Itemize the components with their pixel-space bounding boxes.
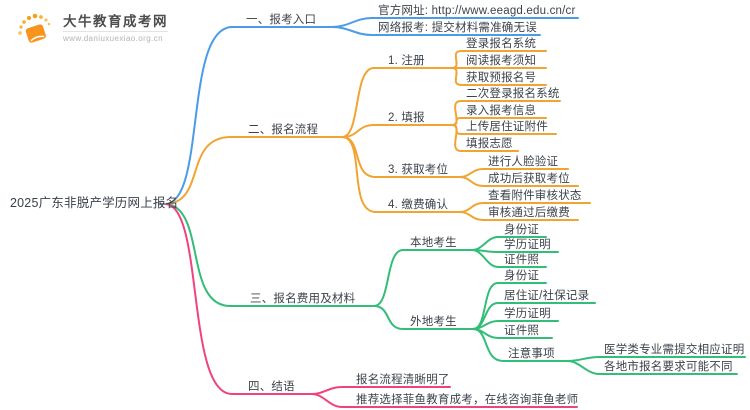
leaf-online-registration[interactable]: 网络报考: 提交材料需准确无误 bbox=[378, 22, 537, 34]
leaf-check-review-status[interactable]: 查看附件审核状态 bbox=[488, 190, 582, 202]
leaf-official-site[interactable]: 官方网址: http://www.eeagd.edu.cn/cr bbox=[378, 5, 576, 17]
node-local-candidates[interactable]: 本地考生 bbox=[410, 237, 457, 249]
leaf-seat-after-success[interactable]: 成功后获取考位 bbox=[488, 173, 570, 185]
node-branch3-fees-materials[interactable]: 三、报名费用及材料 bbox=[250, 293, 356, 305]
node-branch4-conclusion[interactable]: 四、结语 bbox=[248, 381, 295, 393]
leaf-get-preregistration-number[interactable]: 获取预报名号 bbox=[466, 72, 537, 84]
leaf-face-verification[interactable]: 进行人脸验证 bbox=[488, 156, 559, 168]
node-root[interactable]: 2025广东非脱产学历网上报名 bbox=[10, 196, 179, 210]
leaf-second-login[interactable]: 二次登录报名系统 bbox=[466, 88, 560, 100]
node-step-fill-in[interactable]: 2. 填报 bbox=[388, 112, 425, 124]
leaf-local-photo[interactable]: 证件照 bbox=[504, 254, 540, 266]
node-branch2-process[interactable]: 二、报名流程 bbox=[248, 124, 319, 136]
leaf-fill-preferences[interactable]: 填报志愿 bbox=[466, 138, 513, 150]
logo-book-icon bbox=[18, 13, 51, 43]
node-step-register[interactable]: 1. 注册 bbox=[388, 55, 425, 67]
leaf-upload-residence-permit[interactable]: 上传居住证附件 bbox=[466, 121, 548, 133]
logo-url: www.daniuxuexiao.org.cn bbox=[63, 30, 168, 44]
logo-text: 大牛教育成考网 www.daniuxuexiao.org.cn bbox=[63, 13, 168, 44]
branch1-connectors bbox=[165, 17, 579, 205]
leaf-nonlocal-education-proof[interactable]: 学历证明 bbox=[504, 308, 551, 320]
node-branch1-entry[interactable]: 一、报考入口 bbox=[246, 14, 317, 26]
leaf-recommend-feiyu[interactable]: 推荐选择菲鱼教育成考，在线咨询菲鱼老师 bbox=[356, 394, 579, 406]
branch4-connectors bbox=[165, 203, 578, 408]
leaf-nonlocal-id-card[interactable]: 身份证 bbox=[504, 270, 540, 282]
leaf-residence-or-social-security[interactable]: 居住证/社保记录 bbox=[504, 290, 590, 302]
leaf-city-requirements-differ[interactable]: 各地市报名要求可能不同 bbox=[604, 361, 733, 373]
leaf-local-id-card[interactable]: 身份证 bbox=[504, 224, 540, 236]
leaf-local-education-proof[interactable]: 学历证明 bbox=[504, 239, 551, 251]
node-nonlocal-candidates[interactable]: 外地考生 bbox=[410, 316, 457, 328]
leaf-nonlocal-photo[interactable]: 证件照 bbox=[504, 325, 540, 337]
leaf-enter-info[interactable]: 录入报考信息 bbox=[466, 105, 537, 117]
branch2-connectors bbox=[165, 50, 591, 221]
site-logo: 大牛教育成考网 www.daniuxuexiao.org.cn bbox=[16, 11, 168, 45]
branch3-connectors bbox=[165, 203, 746, 375]
logo-title: 大牛教育成考网 bbox=[63, 13, 168, 29]
node-step-payment[interactable]: 4. 缴费确认 bbox=[388, 199, 449, 211]
leaf-login-system[interactable]: 登录报名系统 bbox=[466, 38, 537, 50]
leaf-medical-major-proof[interactable]: 医学类专业需提交相应证明 bbox=[604, 344, 745, 356]
node-step-get-seat[interactable]: 3. 获取考位 bbox=[388, 164, 449, 176]
leaf-process-clear[interactable]: 报名流程清晰明了 bbox=[356, 374, 450, 386]
node-notes[interactable]: 注意事项 bbox=[508, 348, 555, 360]
leaf-pay-after-approval[interactable]: 审核通过后缴费 bbox=[488, 207, 570, 219]
leaf-read-notice[interactable]: 阅读报考须知 bbox=[466, 55, 537, 67]
